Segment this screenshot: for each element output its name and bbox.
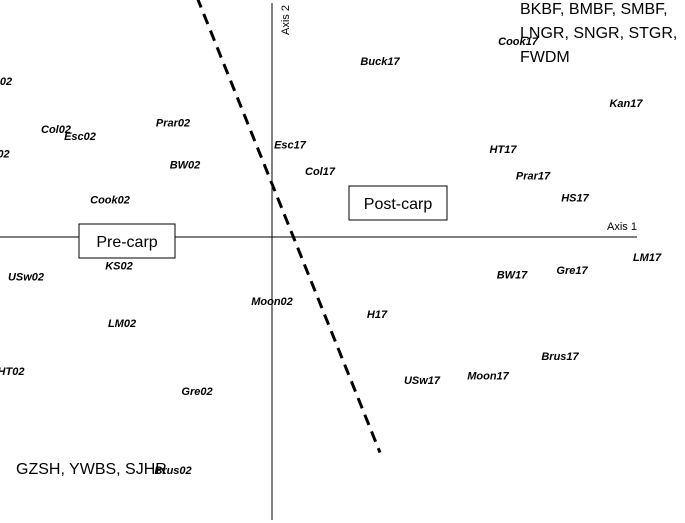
- site-label-buck17: Buck17: [360, 56, 400, 68]
- site-label-buck02: Buck02: [0, 148, 10, 160]
- site-label-lm17: LM17: [633, 252, 662, 264]
- x-axis-label: Axis 1: [607, 221, 637, 233]
- site-label-gre17: Gre17: [556, 265, 588, 277]
- pre-carp-label: Pre-carp: [96, 234, 157, 251]
- pre-species-line: GZSH, YWBS, SJHR: [16, 461, 167, 478]
- site-label-hs17: HS17: [561, 192, 589, 204]
- axes: Axis 1 Axis 2: [0, 3, 637, 520]
- site-label-moon02: Moon02: [251, 296, 293, 308]
- site-label-brus02: Brus02: [154, 465, 191, 477]
- dashed-divider-line: [196, 0, 382, 454]
- post-species-line-1: BKBF, BMBF, SMBF,: [520, 1, 668, 18]
- site-label-col02: Col02: [41, 124, 71, 136]
- annotation-boxes: Pre-carp Post-carp: [78, 185, 448, 259]
- site-label-cook17: Cook17: [498, 36, 539, 48]
- site-label-prar17: Prar17: [516, 170, 551, 182]
- pre-carp-box: [78, 223, 176, 259]
- site-label-col17: Col17: [305, 166, 336, 178]
- site-label-bw17: BW17: [497, 269, 528, 281]
- site-label-kan17: Kan17: [609, 98, 643, 110]
- y-axis-label: Axis 2: [280, 5, 292, 35]
- site-label-ht17: HT17: [490, 144, 518, 156]
- site-label-h17: H17: [367, 309, 388, 321]
- site-label-usw17: USw17: [404, 375, 441, 387]
- site-label-brus17: Brus17: [541, 351, 579, 363]
- site-label-moon17: Moon17: [467, 371, 509, 383]
- species-group-labels: BKBF, BMBF, SMBF, LNGR, SNGR, STGR, FWDM GZ…: [16, 1, 677, 478]
- site-label-gre02: Gre02: [181, 386, 212, 398]
- site-label-ht02: HT02: [0, 366, 24, 378]
- site-label-esc02: Esc02: [64, 131, 96, 143]
- site-label-ks02: KS02: [105, 261, 133, 273]
- site-label-bw02: BW02: [170, 159, 201, 171]
- site-label-lm02: LM02: [108, 318, 136, 330]
- site-label-esc17: Esc17: [274, 140, 307, 152]
- post-carp-box: [348, 185, 448, 221]
- site-label-prar02: Prar02: [156, 118, 190, 130]
- site-label-cook02: Cook02: [90, 195, 130, 207]
- site-label-usw02: USw02: [8, 272, 44, 284]
- post-carp-label: Post-carp: [364, 196, 433, 213]
- post-species-line-3: FWDM: [520, 49, 570, 66]
- divider-layer: [196, 0, 382, 454]
- site-label-h02: H02: [0, 76, 12, 88]
- post-species-line-2: LNGR, SNGR, STGR,: [520, 25, 677, 42]
